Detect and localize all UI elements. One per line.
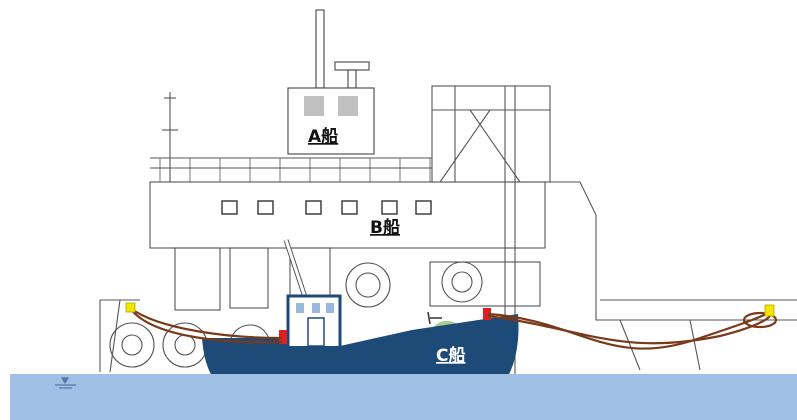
ship-c-bollard-left — [279, 330, 287, 344]
ship-c-label: C船 — [436, 345, 465, 366]
mooring-line-left — [129, 307, 283, 340]
ship-b-winch — [441, 261, 483, 303]
ship-a-wheelhouse — [287, 87, 375, 155]
ship-a-label: A船 — [308, 126, 338, 147]
mooring-point-right — [764, 304, 775, 317]
ship-c-window — [296, 303, 304, 313]
ship-b-superstructure — [149, 181, 546, 249]
ship-c-window — [326, 303, 334, 313]
ship-b-label: B船 — [370, 217, 400, 238]
mooring-line-right — [487, 311, 771, 350]
ship-a-mast — [315, 9, 325, 89]
ship-a-antenna — [334, 61, 370, 71]
ship-b-winch — [345, 262, 391, 308]
ship-c — [202, 239, 519, 376]
ship-a-window — [338, 96, 358, 116]
ship-b-windows — [221, 200, 432, 215]
mooring-point-left — [125, 302, 136, 313]
ship-b-structure — [99, 85, 797, 420]
ship-a-window — [304, 96, 324, 116]
ship-c-window — [312, 303, 320, 313]
ship-c-hull — [202, 314, 519, 376]
mooring-lines — [129, 307, 778, 350]
water — [10, 374, 797, 420]
ship-a-structure — [287, 9, 375, 155]
ship-b-fender — [109, 322, 155, 368]
water-level-icon — [55, 377, 76, 389]
ship-c-bollard-right — [483, 308, 491, 320]
